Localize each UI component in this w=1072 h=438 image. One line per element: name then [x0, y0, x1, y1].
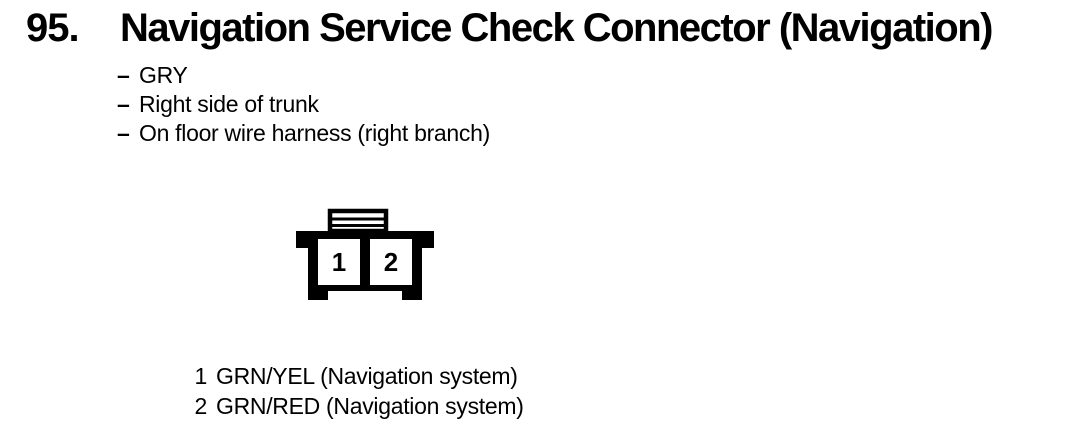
page-title: Navigation Service Check Connector (Navi…: [120, 6, 993, 50]
legend-row-pin-2: 2 GRN/RED (Navigation system): [193, 391, 524, 421]
pin-cavity-1: [318, 239, 360, 285]
detail-location-text: Right side of trunk: [139, 91, 319, 117]
detail-location: – Right side of trunk: [117, 90, 490, 119]
detail-color-text: GRY: [139, 62, 188, 88]
pin-cavity-2: [370, 239, 412, 285]
legend-wire-description: GRN/RED (Navigation system): [216, 393, 524, 419]
connector-latch-tab: [327, 208, 389, 234]
legend-pin-number: 2: [194, 393, 208, 419]
detail-harness: – On floor wire harness (right branch): [117, 119, 490, 148]
pin-legend: 1 GRN/YEL (Navigation system) 2 GRN/RED …: [193, 361, 524, 421]
connector-diagram: 1 2: [296, 208, 434, 300]
legend-row-pin-1: 1 GRN/YEL (Navigation system): [193, 361, 524, 391]
bullet-dash: –: [117, 120, 130, 146]
legend-pin-number: 1: [194, 363, 208, 389]
bullet-dash: –: [117, 62, 130, 88]
legend-wire-description: GRN/YEL (Navigation system): [216, 363, 518, 389]
detail-harness-text: On floor wire harness (right branch): [139, 120, 490, 146]
bullet-dash: –: [117, 91, 130, 117]
pin-number-1: 1: [332, 247, 346, 277]
item-number: 95.: [26, 6, 80, 50]
connector-body-outline: [296, 231, 434, 300]
detail-color: – GRY: [117, 61, 490, 90]
pin-number-2: 2: [384, 247, 398, 277]
connector-details-list: – GRY – Right side of trunk – On floor w…: [117, 61, 490, 148]
